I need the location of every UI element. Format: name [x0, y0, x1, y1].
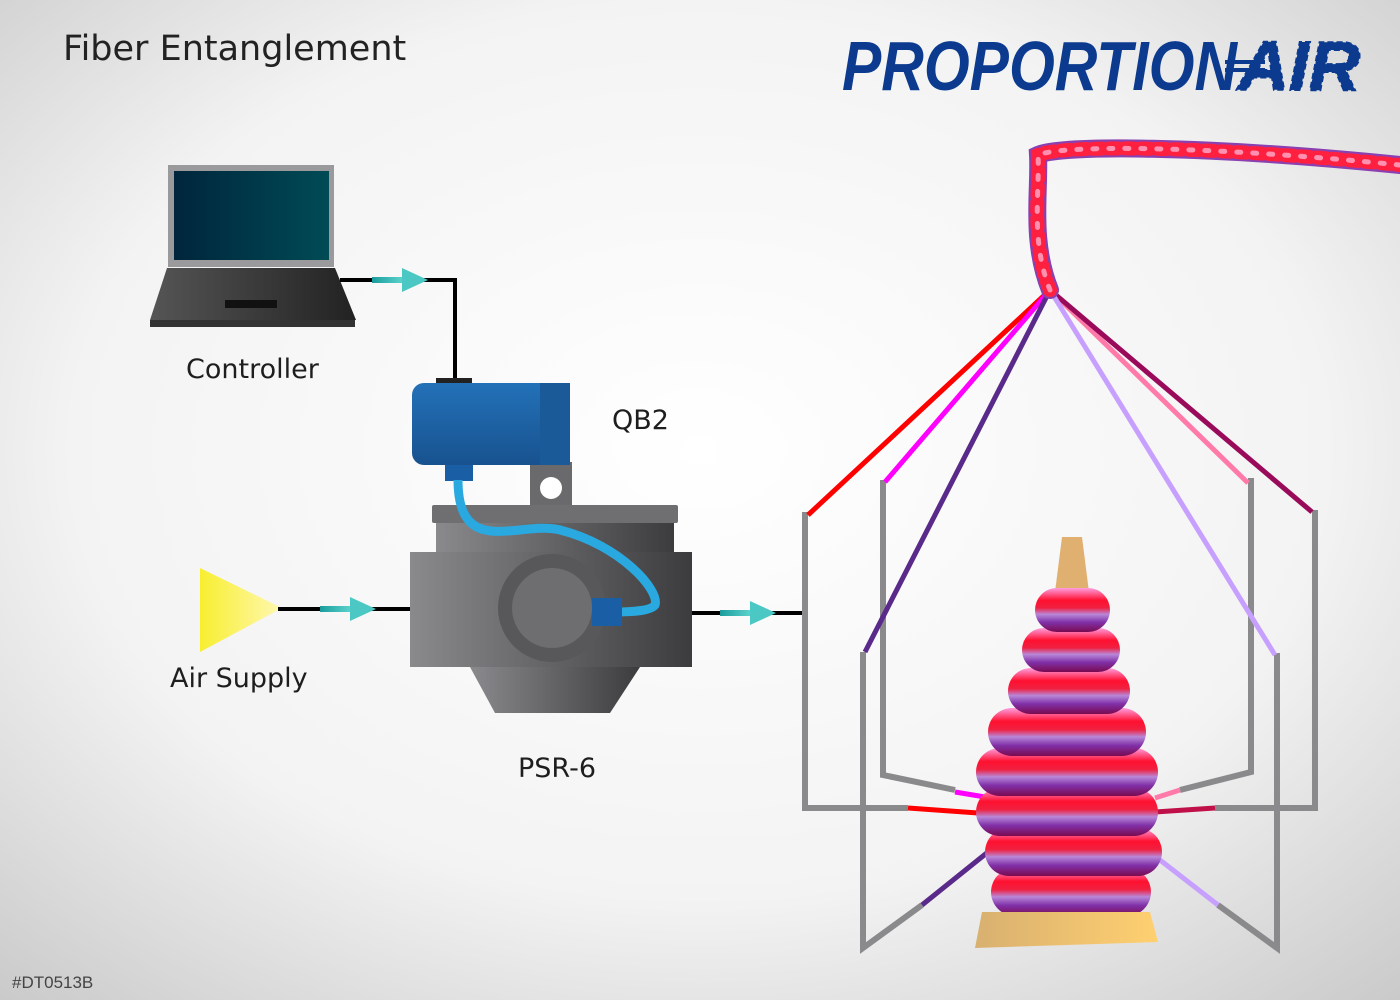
proportion-air-logo: PROPORTION AIR: [842, 26, 1361, 106]
psr6-regulator: [410, 479, 692, 713]
fiber-bobbin: [975, 537, 1162, 948]
psr6-label: PSR-6: [518, 753, 596, 784]
flow-arrow-icon: [372, 268, 428, 292]
diagram-code: #DT0513B: [12, 973, 93, 992]
logo-suffix-text: AIR: [1236, 27, 1360, 105]
controller-label: Controller: [186, 354, 320, 385]
page-title: Fiber Entanglement: [63, 29, 406, 69]
air-supply-label: Air Supply: [170, 663, 308, 694]
entangled-yarn: [1028, 139, 1400, 299]
controller-laptop-icon: [150, 165, 356, 327]
flow-arrow-icon: [720, 601, 776, 625]
logo-main-text: PROPORTION: [842, 27, 1238, 105]
air-supply-icon: [200, 568, 282, 652]
qb2-valve: [412, 378, 572, 507]
guide-frame: [802, 478, 1318, 954]
flow-arrow-icon: [320, 597, 376, 621]
pneumatic-tube: [453, 479, 660, 617]
qb2-label: QB2: [612, 405, 669, 436]
fiber-strands: [806, 288, 1314, 907]
